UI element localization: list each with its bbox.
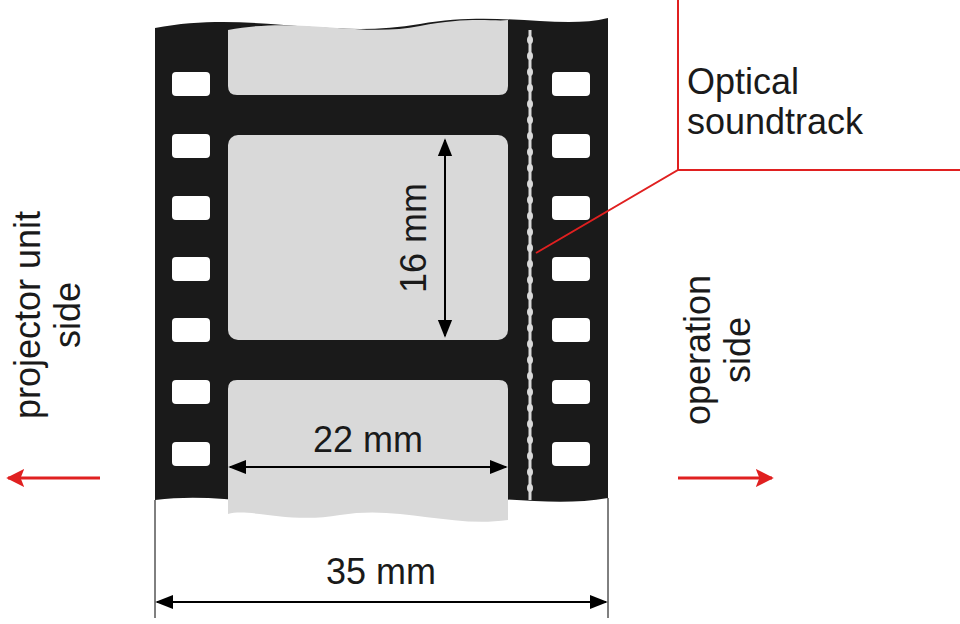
soundtrack-wave bbox=[527, 356, 533, 364]
soundtrack-wave bbox=[527, 36, 533, 44]
soundtrack-wave bbox=[527, 164, 533, 172]
sprocket-hole bbox=[172, 134, 210, 158]
dimension-label: 22 mm bbox=[288, 420, 448, 460]
sprocket-hole bbox=[552, 442, 590, 466]
soundtrack-wave bbox=[527, 68, 533, 76]
sprocket-hole bbox=[172, 442, 210, 466]
soundtrack-wave bbox=[527, 308, 533, 316]
soundtrack-wave bbox=[527, 148, 533, 156]
leader-line bbox=[536, 170, 960, 253]
leader-line bbox=[677, 0, 679, 170]
soundtrack-wave bbox=[527, 180, 533, 188]
direction-arrow bbox=[678, 477, 772, 480]
extension-line bbox=[608, 498, 609, 618]
soundtrack-wave bbox=[527, 244, 533, 252]
extension-line bbox=[155, 500, 156, 618]
soundtrack-wave bbox=[527, 276, 533, 284]
dimension-label: 35 mm bbox=[301, 552, 461, 592]
dimension-arrow bbox=[230, 466, 506, 468]
soundtrack-wave bbox=[527, 404, 533, 412]
sprocket-hole bbox=[552, 196, 590, 220]
sprocket-hole bbox=[172, 318, 210, 342]
dimension-label: 16 mm bbox=[394, 168, 434, 308]
soundtrack-wave bbox=[527, 84, 533, 92]
soundtrack-wave bbox=[527, 340, 533, 348]
sprocket-hole bbox=[552, 134, 590, 158]
soundtrack-wave bbox=[527, 228, 533, 236]
soundtrack-wave bbox=[527, 132, 533, 140]
side-label: projector unit side bbox=[8, 185, 88, 445]
soundtrack-wave bbox=[527, 196, 533, 204]
sprocket-hole bbox=[172, 196, 210, 220]
sprocket-hole bbox=[172, 380, 210, 404]
film-frame bbox=[228, 20, 508, 95]
soundtrack-wave bbox=[527, 420, 533, 428]
soundtrack-wave bbox=[527, 468, 533, 476]
sprocket-hole bbox=[552, 318, 590, 342]
side-label: operation side bbox=[678, 265, 758, 435]
soundtrack-wave bbox=[527, 324, 533, 332]
soundtrack-wave bbox=[527, 436, 533, 444]
soundtrack-wave bbox=[527, 292, 533, 300]
film-frame bbox=[228, 135, 508, 340]
soundtrack-wave bbox=[527, 452, 533, 460]
dimension-arrow bbox=[157, 601, 606, 603]
soundtrack-wave bbox=[527, 260, 533, 268]
soundtrack-wave bbox=[527, 212, 533, 220]
film-frame bbox=[228, 380, 508, 522]
soundtrack-wave bbox=[527, 388, 533, 396]
sprocket-hole bbox=[172, 257, 210, 281]
soundtrack-wave bbox=[527, 484, 533, 492]
sprocket-hole bbox=[172, 72, 210, 96]
soundtrack-wave bbox=[527, 52, 533, 60]
dimension-arrow bbox=[444, 140, 446, 336]
sprocket-hole bbox=[552, 380, 590, 404]
sprocket-hole bbox=[552, 72, 590, 96]
sprocket-hole bbox=[552, 257, 590, 281]
soundtrack-wave bbox=[527, 116, 533, 124]
direction-arrow bbox=[8, 477, 100, 480]
film-base bbox=[155, 18, 608, 506]
soundtrack-wave bbox=[527, 372, 533, 380]
callout-label: Optical soundtrack bbox=[687, 62, 937, 142]
soundtrack-wave bbox=[527, 100, 533, 108]
